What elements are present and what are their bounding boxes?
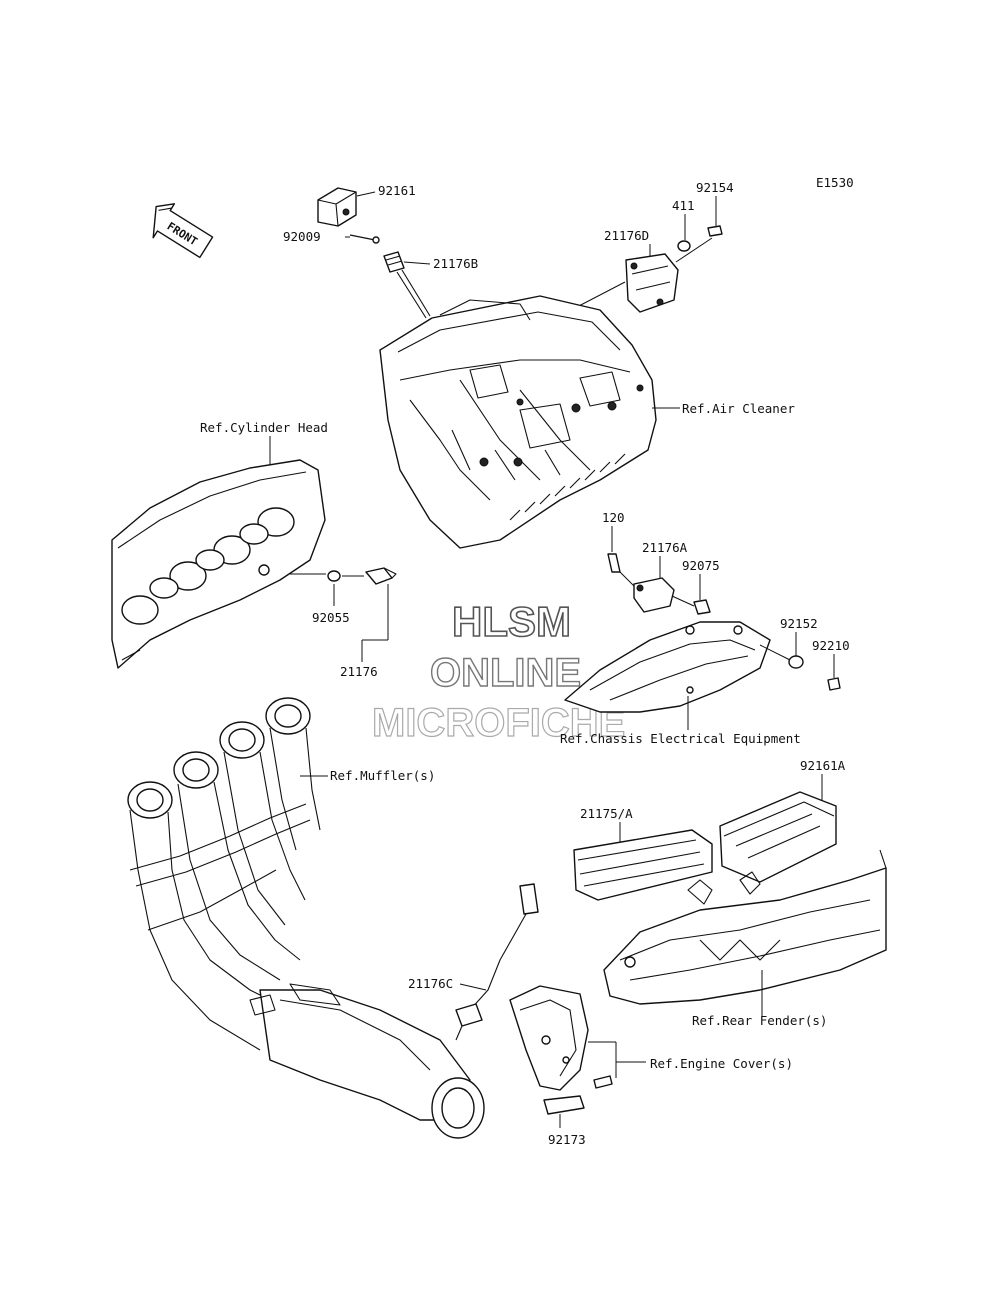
part-120 xyxy=(607,553,621,573)
part-92161A xyxy=(719,791,837,883)
label-92009: 92009 xyxy=(283,229,321,244)
part-21176D xyxy=(625,253,679,313)
label-92152: 92152 xyxy=(780,616,818,631)
label-ref-chassis-electrical: Ref.Chassis Electrical Equipment xyxy=(560,731,801,746)
air-cleaner-box xyxy=(379,295,657,549)
label-92210: 92210 xyxy=(812,638,850,653)
label-ref-rear-fender: Ref.Rear Fender(s) xyxy=(692,1013,827,1028)
engine-cover-bracket xyxy=(509,985,589,1115)
label-ref-cylinder-head: Ref.Cylinder Head xyxy=(200,420,328,435)
part-92075 xyxy=(693,599,711,615)
part-21175A xyxy=(573,829,713,901)
part-92210 xyxy=(827,677,841,691)
part-411 xyxy=(677,240,691,252)
part-92154 xyxy=(707,225,723,237)
watermark-line3: MICROFICHE xyxy=(372,701,625,745)
label-92055: 92055 xyxy=(312,610,350,625)
rear-fender xyxy=(603,849,887,1005)
part-21176C xyxy=(455,883,539,1041)
part-92055 xyxy=(327,570,341,582)
part-21176A xyxy=(633,577,675,613)
watermark-line1: HLSM xyxy=(452,598,571,645)
label-ref-mufflers: Ref.Muffler(s) xyxy=(330,768,435,783)
part-92161 xyxy=(317,187,357,227)
label-92075: 92075 xyxy=(682,558,720,573)
label-21176A: 21176A xyxy=(642,540,688,555)
chassis-electrical-bracket xyxy=(564,621,771,713)
label-21176B: 21176B xyxy=(433,256,478,271)
part-21176B xyxy=(383,251,431,319)
label-92161A: 92161A xyxy=(800,758,846,773)
label-ref-engine-cover: Ref.Engine Cover(s) xyxy=(650,1056,793,1071)
label-21175A: 21175/A xyxy=(580,806,633,821)
part-92009 xyxy=(349,234,380,244)
part-92173 xyxy=(593,1075,613,1089)
label-92161: 92161 xyxy=(378,183,416,198)
label-ref-air-cleaner: Ref.Air Cleaner xyxy=(682,401,795,416)
cylinder-head xyxy=(111,459,326,669)
label-21176C: 21176C xyxy=(408,976,453,991)
label-21176D: 21176D xyxy=(604,228,649,243)
label-411: 411 xyxy=(672,198,695,213)
diagram-code: E1530 xyxy=(816,175,854,190)
exhaust-headers xyxy=(127,697,485,1139)
front-arrow-icon: FRONT xyxy=(152,203,214,259)
label-92154: 92154 xyxy=(696,180,734,195)
watermark-line2: ONLINE xyxy=(430,651,581,695)
part-92152 xyxy=(788,655,804,669)
label-120: 120 xyxy=(602,510,625,525)
label-92173: 92173 xyxy=(548,1132,586,1147)
label-21176: 21176 xyxy=(340,664,378,679)
watermark: HLSM ONLINE MICROFICHE xyxy=(371,597,626,745)
part-21176 xyxy=(365,567,397,585)
